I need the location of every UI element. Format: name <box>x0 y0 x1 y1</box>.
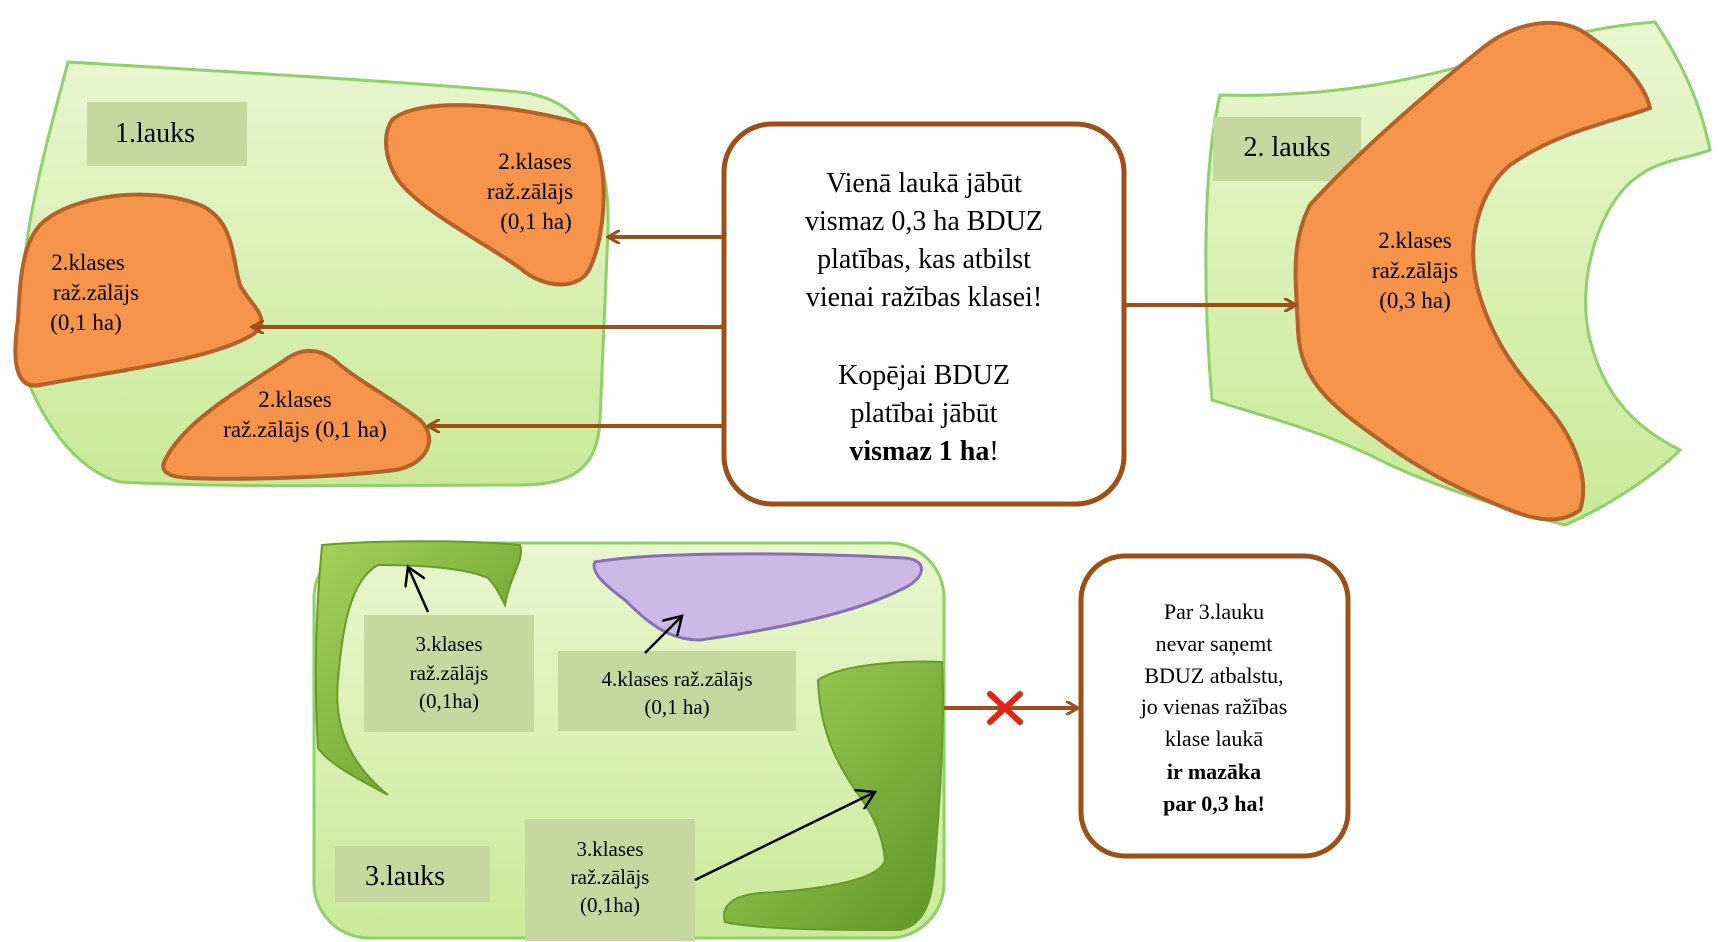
field-1-patch-top-right <box>384 103 606 287</box>
field-2-patch-l1: 2.klases <box>1378 228 1452 253</box>
field-2-title: 2. lauks <box>1243 132 1330 163</box>
center-box-line-7: vismaz 1 ha! <box>849 436 998 467</box>
field-3-title: 3.lauks <box>365 861 445 892</box>
field-1-patch-left <box>13 192 264 388</box>
center-rule-box: Vienā laukā jābūt vismaz 0,3 ha BDUZ pla… <box>721 121 1127 507</box>
right-box-line-5: klase laukā <box>1165 726 1264 751</box>
center-box-line-3: platības, kas atbilst <box>817 244 1031 275</box>
field-1: 1.lauks 2.klases raž.zālājs (0,1 ha) 2.k… <box>13 60 610 488</box>
red-x-icon <box>987 691 1023 725</box>
center-box-line-5: Kopējai BDUZ <box>838 360 1010 391</box>
field-3: 3.klases raž.zālājs (0,1ha) 4.klases raž… <box>312 540 946 941</box>
center-box-line-6: platībai jābūt <box>851 398 998 429</box>
field-1-patch-left-l3: (0,1 ha) <box>50 310 122 335</box>
arrow-to-purple <box>644 616 682 654</box>
field-3-label-top-left-l1: 3.klases <box>415 632 482 656</box>
right-rule-box: Par 3.lauku nevar saņemt BDUZ atbalstu, … <box>1078 553 1351 859</box>
field-1-patch-top-right-l2: raž.zālājs <box>487 179 573 204</box>
right-box-line-6: ir mazāka <box>1167 759 1261 784</box>
right-box-line-1: Par 3.lauku <box>1164 599 1264 624</box>
field-3-title-box <box>335 846 490 902</box>
center-box-frame <box>721 121 1127 507</box>
field-3-label-top-left-l2: raž.zālājs <box>410 661 489 685</box>
field-1-patch-bottom-l1: 2.klases <box>258 387 332 412</box>
right-box-line-3: BDUZ atbalstu, <box>1144 663 1283 688</box>
right-box-line-2: nevar saņemt <box>1156 631 1273 656</box>
field-3-green-shape-top-left <box>314 540 522 796</box>
field-3-label-top-left-box <box>364 615 534 732</box>
field-1-patch-bottom <box>161 348 432 481</box>
field-3-blocked-arrow <box>944 691 1078 725</box>
field-1-patch-left-l2: raž.zālājs <box>53 280 139 305</box>
field-1-patch-top-right-l3: (0,1 ha) <box>500 209 572 234</box>
field-1-label-box <box>87 102 247 166</box>
field-3-label-bottom-l1: 3.klases <box>576 837 643 861</box>
right-box-line-7: par 0,3 ha! <box>1163 791 1265 816</box>
field-2: 2. lauks 2.klases raž.zālājs (0,3 ha) <box>1204 20 1712 527</box>
field-3-label-purple-box <box>558 651 796 731</box>
field-2-patch <box>1293 21 1653 522</box>
field-1-patch-bottom-l2: raž.zālājs (0,1 ha) <box>223 417 386 442</box>
field-3-label-purple-l1: 4.klases raž.zālājs <box>601 667 752 691</box>
field-3-label-purple-l2: (0,1 ha) <box>644 695 709 719</box>
field-1-patch-left-l1: 2.klases <box>51 250 125 275</box>
field-1-title: 1.lauks <box>115 118 195 149</box>
field-2-label-box <box>1213 117 1361 181</box>
center-box-line-1: Vienā laukā jābūt <box>826 168 1022 199</box>
arrow-to-green-right <box>694 792 875 882</box>
center-box-bold: vismaz 1 ha <box>849 436 989 467</box>
field-3-green-shape-right <box>723 660 944 932</box>
field-1-patch-top-right-l1: 2.klases <box>498 149 572 174</box>
field-3-label-bottom-l2: raž.zālājs <box>571 865 650 889</box>
center-arrows <box>252 237 1296 426</box>
right-box-frame <box>1078 553 1351 859</box>
field-2-patch-l3: (0,3 ha) <box>1379 288 1451 313</box>
center-box-line-2: vismaz 0,3 ha BDUZ <box>805 206 1043 237</box>
field-3-label-bottom-l3: (0,1ha) <box>580 893 640 917</box>
arrow-to-green-top-left <box>408 567 430 613</box>
field-3-label-top-left-l3: (0,1ha) <box>419 689 479 713</box>
center-box-line-4: vienai ražības klasei! <box>806 282 1042 313</box>
field-2-patch-l2: raž.zālājs <box>1372 258 1458 283</box>
field-3-label-bottom-box <box>525 819 695 941</box>
right-box-line-4: jo vienas ražības <box>1140 694 1288 719</box>
center-box-tail: ! <box>989 436 998 467</box>
